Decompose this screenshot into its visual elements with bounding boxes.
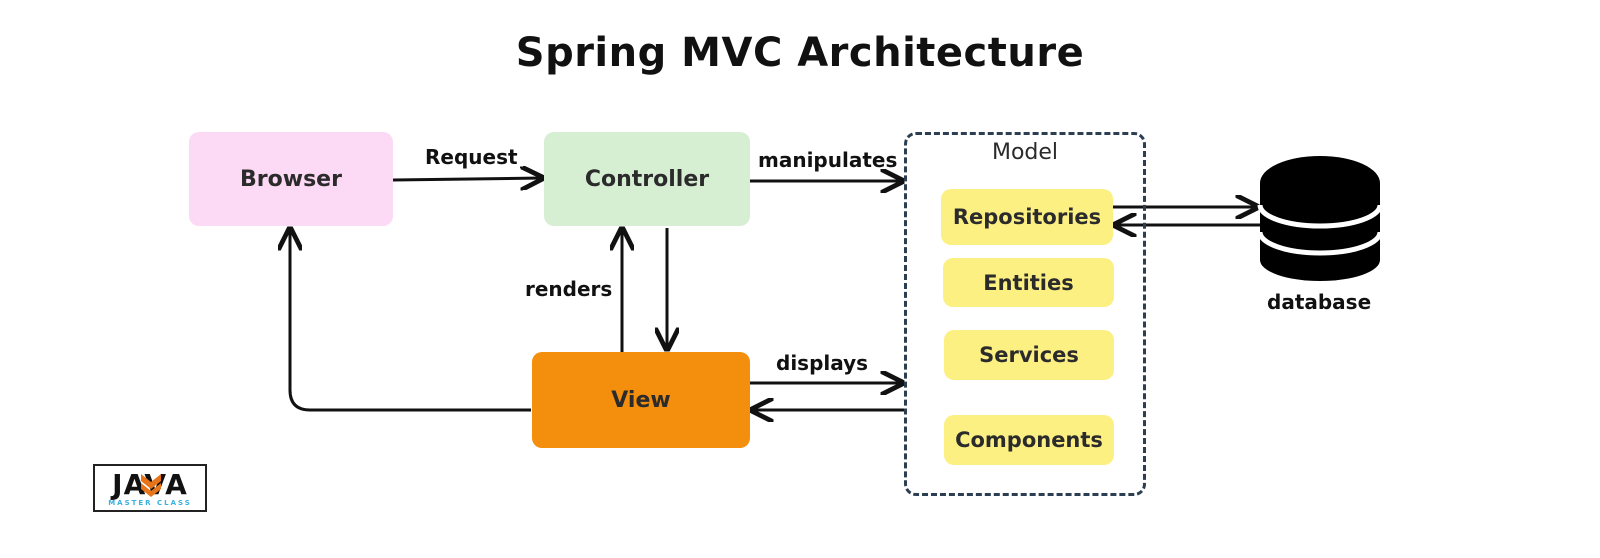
controller-node: Controller bbox=[544, 132, 750, 226]
logo-chevron-icon bbox=[141, 474, 161, 497]
database-icon bbox=[1257, 156, 1383, 281]
request-label: Request bbox=[425, 145, 518, 169]
model-item-entities: Entities bbox=[943, 258, 1114, 307]
displays-label: displays bbox=[776, 351, 869, 375]
view-label: View bbox=[611, 387, 671, 413]
renders-label: renders bbox=[525, 277, 613, 301]
model-item-components: Components bbox=[944, 415, 1114, 465]
model-item-label: Entities bbox=[983, 270, 1074, 295]
model-title: Model bbox=[991, 140, 1059, 165]
model-item-repositories: Repositories bbox=[941, 189, 1113, 245]
model-item-label: Services bbox=[979, 343, 1079, 367]
java-master-class-logo: JAVA MASTER CLASS bbox=[93, 464, 207, 512]
view-node: View bbox=[532, 352, 750, 448]
view-to-browser-arrow bbox=[290, 229, 531, 412]
logo-sub-text: MASTER CLASS bbox=[108, 499, 192, 507]
model-item-services: Services bbox=[944, 330, 1114, 380]
model-item-label: Repositories bbox=[952, 205, 1102, 229]
request-arrow bbox=[392, 178, 542, 180]
manipulates-label: manipulates bbox=[758, 148, 898, 172]
controller-label: Controller bbox=[584, 166, 710, 192]
model-item-label: Components bbox=[955, 428, 1103, 452]
database-label: database bbox=[1267, 290, 1372, 314]
model-container bbox=[904, 132, 1146, 496]
browser-label: Browser bbox=[240, 166, 342, 192]
diagram-title: Spring MVC Architecture bbox=[515, 30, 1085, 76]
browser-node: Browser bbox=[189, 132, 393, 226]
